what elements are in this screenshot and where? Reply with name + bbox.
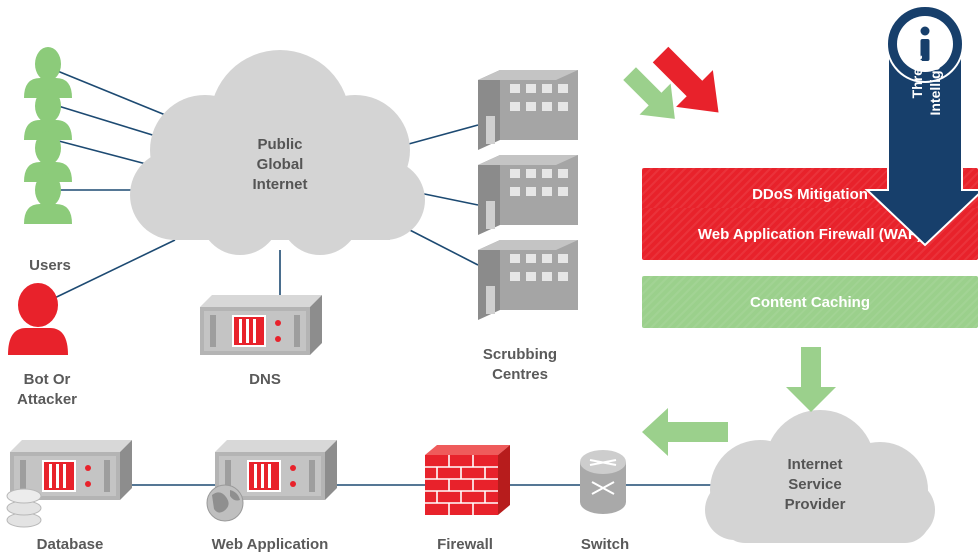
database-stack-icon: [6, 488, 42, 528]
threat-intelligence-label: Threat Intelligence: [909, 38, 943, 116]
firewall-brick-icon: [425, 445, 510, 515]
users-label: Users: [29, 257, 71, 274]
content-caching-label: Content Caching: [750, 293, 870, 311]
waf-label: Web Application Firewall (WAF): [697, 225, 923, 243]
connection-lines: [39, 69, 715, 486]
red-incoming-arrow-icon: [652, 46, 719, 113]
content-caching-band: Content Caching: [642, 276, 978, 328]
green-down-arrow-icon: [786, 347, 836, 412]
bot-attacker-label: Bot Or Attacker: [16, 371, 78, 408]
database-label: Database: [36, 536, 104, 553]
green-left-arrow-icon: [642, 408, 728, 456]
switch-icon: [580, 450, 626, 514]
ddos-mitigation-label: DDoS Mitigation: [752, 185, 868, 203]
isp-label: Internet Service Provider: [784, 456, 846, 513]
public-internet-cloud: [130, 50, 425, 255]
bot-attacker-icon: [8, 283, 68, 355]
scrubbing-centres-label: Scrubbing Centres: [482, 346, 558, 383]
isp-cloud: [705, 410, 935, 543]
globe-icon: [206, 484, 244, 522]
public-internet-label: Public Global Internet: [252, 136, 308, 193]
switch-label: Switch: [580, 536, 630, 553]
firewall-label: Firewall: [437, 536, 493, 553]
dns-label: DNS: [249, 371, 281, 388]
green-incoming-arrow-icon: [623, 67, 675, 119]
web-application-label: Web Application: [211, 536, 329, 553]
